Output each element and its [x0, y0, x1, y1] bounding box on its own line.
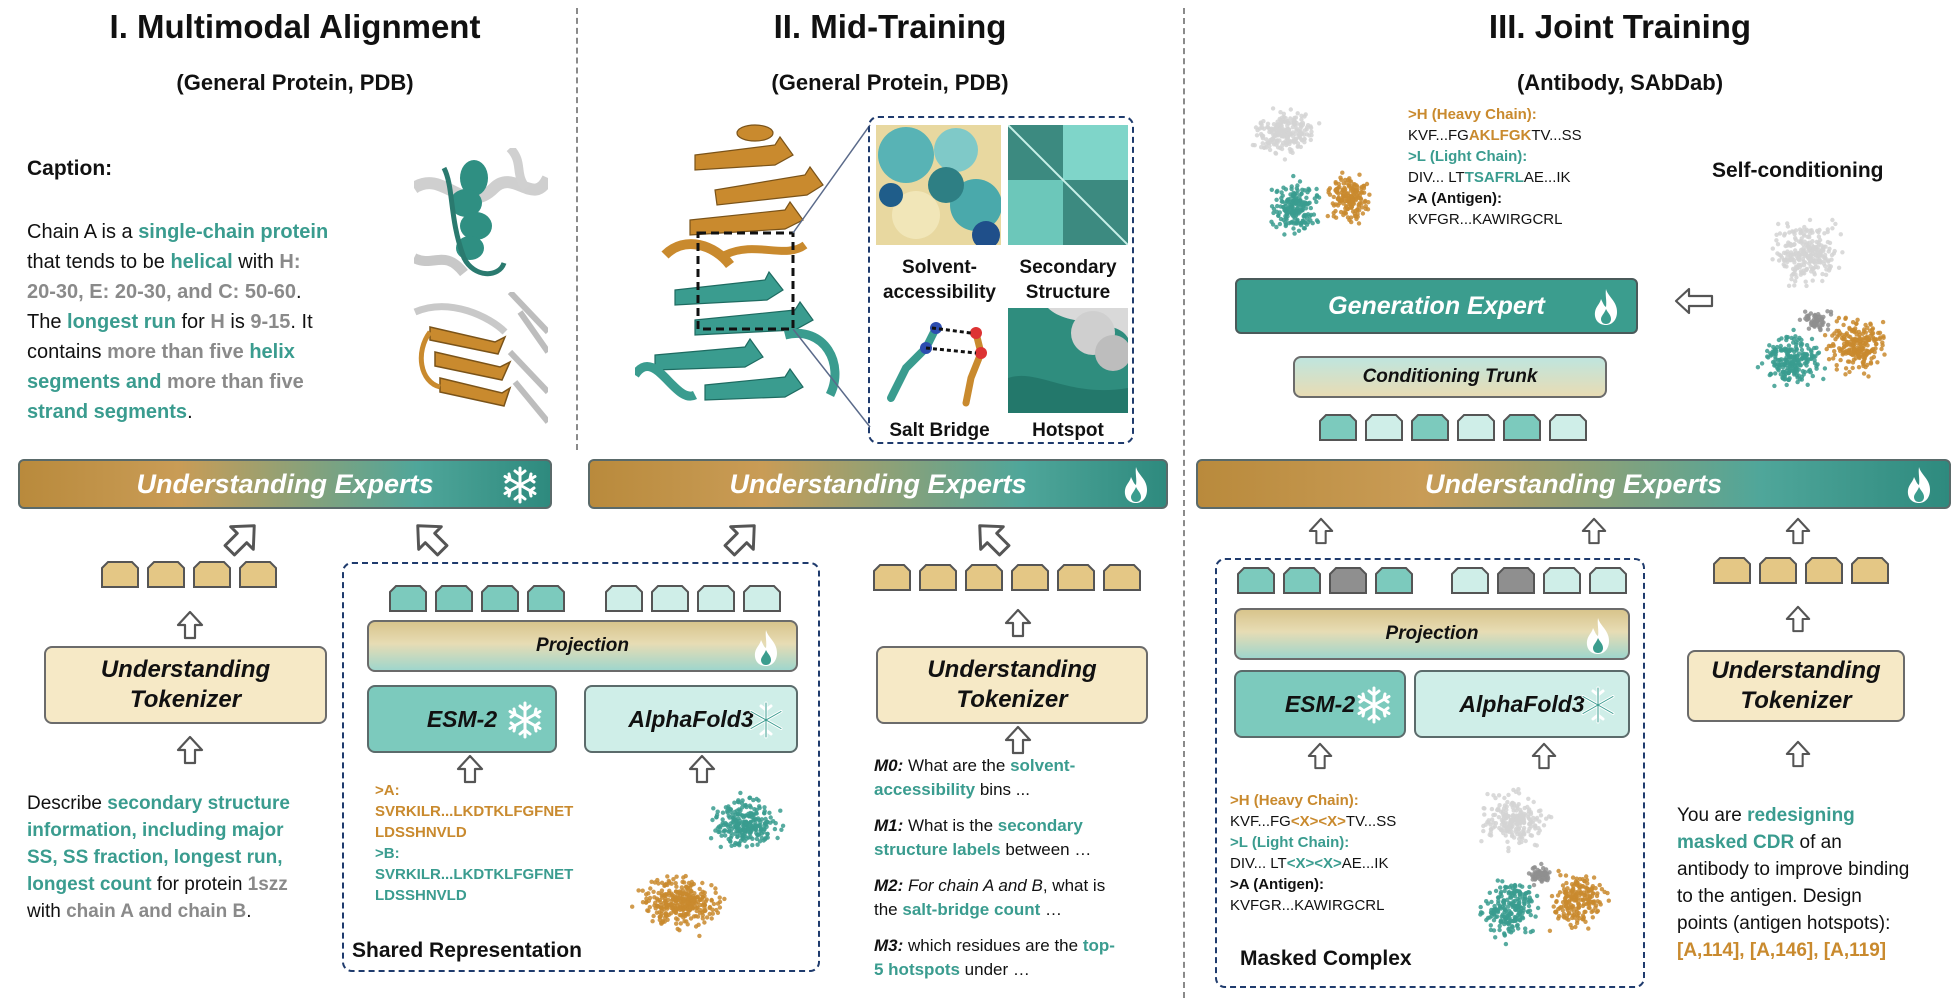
salt-bridge-label: Salt Bridge [889, 420, 990, 441]
projection-layer: Projection [367, 620, 798, 672]
generated-structure-pointcloud [1755, 217, 1887, 389]
snowflake-icon [1354, 685, 1394, 725]
generation-expert: Generation Expert [1235, 278, 1638, 334]
token-row [1319, 414, 1587, 441]
hollow-arrow-icon [1784, 740, 1812, 768]
understanding-experts-label: Understanding Experts [729, 468, 1027, 499]
token-row [101, 561, 277, 588]
mid-question-m1: M1: What is the secondary structure labe… [874, 816, 1092, 859]
hollow-arrow-icon [1307, 517, 1335, 545]
hotspot-label: Hotspot [1032, 420, 1104, 441]
section-divider [576, 8, 578, 450]
hollow-arrow-icon [1784, 517, 1812, 545]
protein-complex-pointcloud [630, 790, 786, 939]
snowflake-icon [1578, 685, 1618, 725]
hollow-arrow-icon [972, 518, 1012, 558]
flame-icon [1116, 465, 1156, 505]
mid-question-m0: M0: What are the solvent- accessibility … [874, 756, 1076, 799]
antibody-sequences: >H (Heavy Chain): KVF...FGAKLFGKTV...SS … [1408, 106, 1582, 228]
masked-complex-box [1215, 558, 1645, 988]
understanding-experts-label: Understanding Experts [1424, 468, 1723, 499]
flame-icon [1899, 465, 1939, 505]
masked-antibody-sequences: >H (Heavy Chain): KVF...FG<X><X>TV...SS … [1230, 792, 1397, 914]
shared-representation-label: Shared Representation [352, 939, 582, 962]
solvent-accessibility-label: Solvent-accessibility [882, 257, 997, 303]
hollow-arrow-icon [175, 610, 205, 640]
understanding-experts-frozen: Understanding Experts [18, 459, 552, 509]
hollow-arrow-icon [222, 518, 262, 558]
antibody-antigen-pointcloud [1250, 106, 1372, 237]
flame-icon [1578, 616, 1618, 656]
prompt-redesign-cdr: You are redesigning masked CDR of an ant… [1677, 805, 1910, 961]
protein-ribbon-image [631, 115, 875, 435]
left-hollow-arrow-icon [1674, 287, 1714, 315]
understanding-experts-trainable: Understanding Experts [1196, 459, 1951, 509]
hotspot-image [1008, 308, 1128, 413]
token-row [1451, 567, 1627, 594]
mid-question-m2: M2: For chain A and B, what is the salt-… [874, 876, 1106, 919]
secondary-structure-map-image [1008, 125, 1128, 245]
prompt-describe-secondary-structure: Describe secondary structure information… [27, 793, 290, 922]
salt-bridge-image [876, 308, 1001, 413]
snowflake-icon [746, 700, 786, 740]
section-title-mid-training: II. Mid-Training [773, 8, 1007, 45]
alphafold3-encoder: AlphaFold3 [1414, 670, 1630, 738]
hollow-arrow-icon [1784, 605, 1812, 633]
projection-layer: Projection [1234, 608, 1630, 660]
snowflake-icon [505, 700, 545, 740]
hollow-arrow-icon [175, 735, 205, 765]
token-row [605, 585, 781, 612]
token-row [873, 564, 1141, 591]
token-row [1713, 557, 1889, 584]
shared-representation-box [342, 562, 820, 972]
conditioning-trunk: Conditioning Trunk [1293, 356, 1607, 398]
mid-question-m3: M3: which residues are the top- 5 hotspo… [874, 936, 1115, 979]
understanding-experts-label: Understanding Experts [136, 468, 434, 499]
hollow-arrow-icon [1003, 725, 1033, 755]
solvent-accessibility-image [876, 125, 1001, 245]
masked-complex-label: Masked Complex [1240, 947, 1412, 970]
section-title-multimodal-alignment: I. Multimodal Alignment [109, 8, 481, 45]
strand-structure-image [410, 289, 551, 430]
esm2-encoder: ESM-2 [1234, 670, 1406, 738]
hollow-arrow-icon [1580, 517, 1608, 545]
section-title-joint-training: III. Joint Training [1488, 8, 1752, 45]
hollow-arrow-icon [1306, 742, 1334, 770]
token-row [1237, 567, 1413, 594]
esm2-encoder: ESM-2 [367, 685, 557, 753]
masked-complex-pointcloud [1478, 787, 1611, 947]
hollow-arrow-icon [722, 518, 762, 558]
flame-icon [1586, 287, 1626, 327]
structure-tasks-box [868, 116, 1134, 444]
hollow-arrow-icon [1003, 608, 1033, 638]
section-subtitle-joint-training: (Antibody, SAbDab) [1516, 70, 1724, 95]
flame-icon [746, 628, 786, 668]
hollow-arrow-icon [410, 518, 450, 558]
caption-heading: Caption: [27, 157, 113, 180]
self-conditioning-label: Self-conditioning [1712, 159, 1884, 182]
section-divider [1183, 8, 1185, 998]
caption-text: Chain A is a single-chain protein that t… [27, 221, 329, 423]
understanding-experts-trainable: Understanding Experts [588, 459, 1168, 509]
alphafold3-encoder: AlphaFold3 [584, 685, 798, 753]
section-subtitle-mid-training: (General Protein, PDB) [771, 70, 1009, 95]
token-row [389, 585, 565, 612]
sequence-chain-a: >A: SVRKILR...LKDTKLFGFNET LDSSHNVLD >B:… [375, 782, 574, 904]
snowflake-icon [500, 465, 540, 505]
section-subtitle-multimodal-alignment: (General Protein, PDB) [176, 70, 414, 95]
helix-structure-image [410, 144, 554, 288]
